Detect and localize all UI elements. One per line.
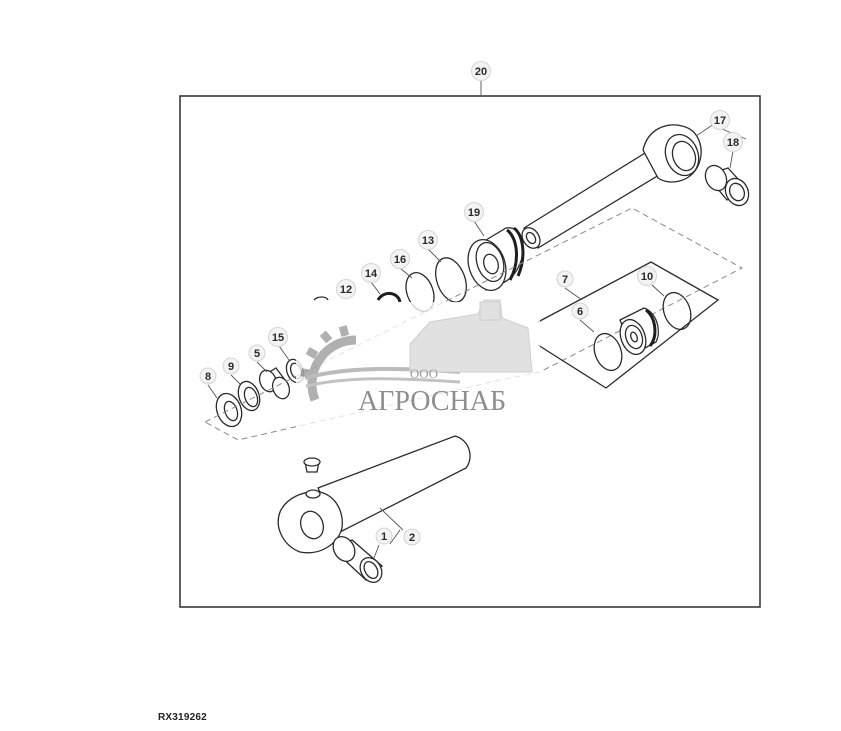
callout-bubble xyxy=(336,279,356,299)
callout-bubble xyxy=(390,249,410,269)
callout-15: 15 xyxy=(268,327,288,347)
piston xyxy=(619,307,659,356)
callout-label: 17 xyxy=(714,115,726,127)
wiper-seal xyxy=(207,384,243,428)
callout-20: 20 xyxy=(471,61,491,81)
callout-2: 2 xyxy=(403,528,421,546)
callout-bubble xyxy=(723,132,743,152)
callout-6: 6 xyxy=(571,302,589,320)
callout-bubble xyxy=(637,266,657,286)
barrel-bushing xyxy=(332,529,401,583)
callout-label: 20 xyxy=(475,66,487,78)
piston-head xyxy=(467,220,525,291)
piston-ring xyxy=(651,284,692,331)
callout-10: 10 xyxy=(637,266,657,286)
callout-7: 7 xyxy=(556,270,574,288)
callout-bubble xyxy=(248,344,266,362)
callout-label: 14 xyxy=(365,268,378,280)
callout-14: 14 xyxy=(361,263,381,283)
callout-bubble xyxy=(361,263,381,283)
callout-bubble xyxy=(418,230,438,250)
callout-label: 10 xyxy=(641,271,653,283)
callout-19: 19 xyxy=(464,202,484,222)
callout-bubble xyxy=(199,367,217,385)
callout-5: 5 xyxy=(248,344,266,362)
callout-16: 16 xyxy=(390,249,410,269)
backup-ring xyxy=(427,248,467,303)
callout-label: 7 xyxy=(562,274,568,286)
callout-12: 12 xyxy=(336,279,356,299)
wear-ring xyxy=(579,319,623,372)
callout-label: 2 xyxy=(409,532,415,544)
callout-label: 8 xyxy=(205,371,211,383)
rod-eye-bushing xyxy=(704,128,750,207)
callout-bubble xyxy=(375,527,393,545)
callout-label: 16 xyxy=(394,254,406,266)
reference-code: RX319262 xyxy=(158,712,207,723)
callout-label: 6 xyxy=(577,306,583,318)
callout-label: 12 xyxy=(340,284,352,296)
callout-bubble xyxy=(268,327,288,347)
callout-9: 9 xyxy=(222,357,240,375)
callout-bubble xyxy=(471,61,491,81)
callout-13: 13 xyxy=(418,230,438,250)
rod-assembly xyxy=(521,123,715,249)
watermark-logo xyxy=(296,299,540,430)
callout-label: 1 xyxy=(381,531,387,543)
callout-bubble xyxy=(464,202,484,222)
callout-bubble xyxy=(571,302,589,320)
diagram-frame xyxy=(179,95,761,608)
rod-seal xyxy=(230,374,261,412)
watermark-prefix: ООО xyxy=(410,366,438,381)
callout-18: 18 xyxy=(723,132,743,152)
seal-ring xyxy=(370,281,402,303)
callout-1: 1 xyxy=(375,527,393,545)
callout-bubble xyxy=(710,110,730,130)
callout-label: 9 xyxy=(228,361,234,373)
callout-label: 15 xyxy=(272,332,284,344)
callout-label: 19 xyxy=(468,207,480,219)
cylinder-barrel xyxy=(277,435,471,554)
callout-8: 8 xyxy=(199,367,217,385)
watermark-name: АГРОСНАБ xyxy=(358,386,506,417)
callout-bubble xyxy=(403,528,421,546)
gland-bushing xyxy=(256,361,291,400)
callout-17: 17 xyxy=(710,110,730,130)
piston-seal-kit xyxy=(537,261,720,389)
wiper xyxy=(313,296,329,301)
callout-bubble xyxy=(556,270,574,288)
callout-label: 13 xyxy=(422,235,434,247)
callout-bubble xyxy=(222,357,240,375)
callout-label: 18 xyxy=(727,137,739,149)
callout-label: 5 xyxy=(254,348,260,360)
